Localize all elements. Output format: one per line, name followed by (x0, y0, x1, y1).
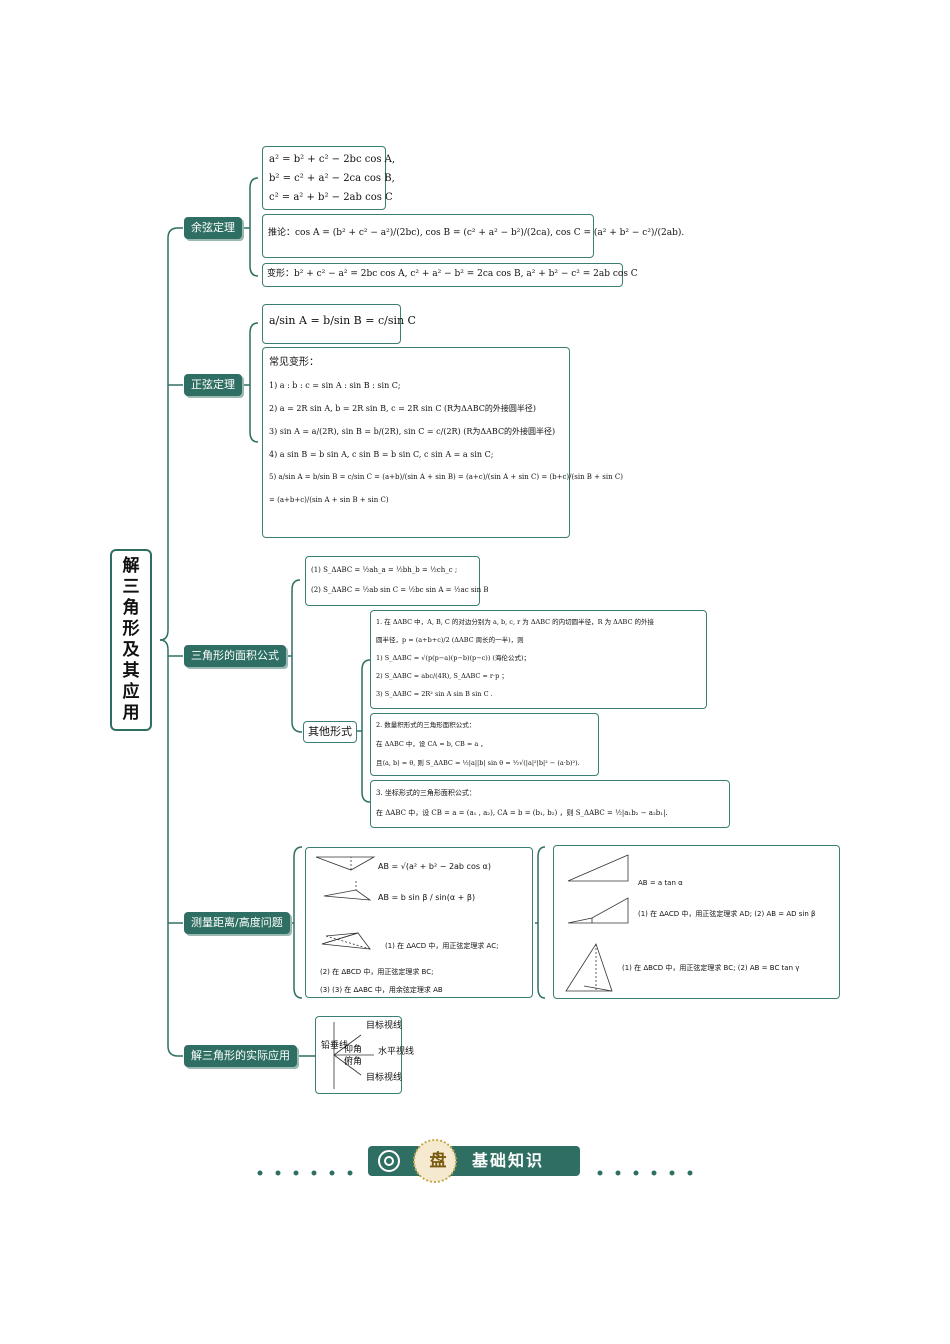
measure-right-1: AB = a tan α (638, 879, 683, 887)
root-char-2: 三 (122, 577, 140, 597)
footer-title: 基础知识 (472, 1151, 545, 1170)
area-basic-1: (1) S_ΔABC = ½ah_a = ½bh_b = ½ch_c ; (311, 566, 458, 574)
sight-lines-diagram (333, 1022, 374, 1089)
area-other3-line1: 3. 坐标形式的三角形面积公式： (376, 789, 476, 797)
branch-measure-label[interactable]: 测量距离/高度问题 (184, 912, 290, 934)
area-other1-line5: 3) S_ΔABC = 2R² sin A sin B sin C . (376, 690, 493, 698)
branch-sine-label[interactable]: 正弦定理 (184, 374, 242, 396)
area-other2-line3: 且⟨a, b⟩ = θ, 则 S_ΔABC = ½|a||b| sin θ = … (376, 759, 580, 767)
root-char-3: 角 (122, 598, 140, 618)
sine-item-4: 4) a sin B = b sin A, c sin B = b sin C,… (269, 450, 494, 459)
target-sight-top: 目标视线 (366, 1021, 403, 1031)
measure-left-2: AB = b sin β / sin(α + β) (378, 893, 476, 902)
sine-common-title: 常见变形： (269, 357, 319, 368)
branch-cosine-label[interactable]: 余弦定理 (184, 217, 242, 239)
area-basic-box: (1) S_ΔABC = ½ah_a = ½bh_b = ½ch_c ; (2)… (305, 556, 489, 606)
root-char-4: 形 (122, 619, 140, 639)
area-other2-box: 2. 数量积形式的三角形面积公式： 在 ΔABC 中，设 CA = b, CB … (370, 713, 599, 776)
area-other1-line4: 2) S_ΔABC = abc/(4R), S_ΔABC = r·p ； (376, 672, 508, 680)
measure-right-3: (1) 在 ΔBCD 中，用正弦定理求 BC; (2) AB = BC tan … (622, 964, 800, 972)
sine-main-formula: a/sin A = b/sin B = c/sin C (269, 314, 416, 327)
area-other2-line2: 在 ΔABC 中，设 CA = b, CB = a ， (376, 740, 487, 748)
measure-left-1: AB = √(a² + b² − 2ab cos α) (378, 862, 491, 871)
cosine-variant: 变形：b² + c² − a² = 2bc cos A, c² + a² − b… (267, 269, 638, 279)
root-char-6: 其 (122, 661, 140, 681)
sine-item-3: 3) sin A = a/(2R), sin B = b/(2R), sin C… (269, 427, 556, 436)
cosine-corollary-box: 推论：cos A = (b² + c² − a²)/(2bc), cos B =… (262, 214, 685, 258)
area-other1-line1: 1. 在 ΔABC 中，A, B, C 的对边分别为 a, b, c, r 为 … (376, 618, 654, 626)
measure-left-figures (315, 856, 376, 950)
sine-item-2: 2) a = 2R sin A, b = 2R sin B, c = 2R si… (269, 404, 536, 413)
area-other1-line3: 1) S_ΔABC = √(p(p−a)(p−b)(p−c)) (海伦公式)； (376, 654, 531, 662)
measure-left-4: (2) 在 ΔBCD 中，用正弦定理求 BC; (320, 968, 434, 976)
area-other1-box: 1. 在 ΔABC 中，A, B, C 的对边分别为 a, b, c, r 为 … (370, 610, 707, 709)
cosine-formula-b: b² = c² + a² − 2ca cos B, (269, 173, 395, 184)
application-diagram-box: 铅垂线 目标视线 仰角 俯角 水平视线 目标视线 (315, 1016, 415, 1094)
sine-item-6: = (a+b+c)/(sin A + sin B + sin C) (269, 496, 389, 504)
root-char-5: 及 (122, 640, 140, 660)
measure-left-box: AB = √(a² + b² − 2ab cos α) AB = b sin β… (305, 847, 533, 998)
cosine-formula-c: c² = a² + b² − 2ab cos C (269, 192, 393, 203)
sine-item-1: 1) a : b : c = sin A : sin B : sin C; (269, 381, 401, 390)
area-other3-line2: 在 ΔABC 中，设 CB = a = (a₁ , a₂), CA = b = … (376, 809, 668, 817)
area-basic-2: (2) S_ΔABC = ½ab sin C = ½bc sin A = ½ac… (311, 586, 489, 594)
sine-item-5: 5) a/sin A = b/sin B = c/sin C = (a+b)/(… (269, 473, 623, 481)
cosine-formulas-box: a² = b² + c² − 2bc cos A, b² = c² + a² −… (262, 146, 396, 210)
measure-left-3: (1) 在 ΔACD 中，用正弦定理求 AC; (385, 942, 499, 950)
measure-right-box: AB = a tan α (1) 在 ΔACD 中，用正弦定理求 AD; (2)… (553, 845, 840, 999)
measure-left-5: (3) (3) 在 ΔABC 中，用余弦定理求 AB (320, 986, 443, 994)
measure-right-figures (565, 854, 629, 992)
depression-angle-label: 俯角 (344, 1057, 363, 1067)
sine-variants-box: 常见变形： 1) a : b : c = sin A : sin B : sin… (262, 347, 623, 538)
cosine-variant-box: 变形：b² + c² − a² = 2bc cos A, c² + a² − b… (262, 263, 638, 287)
root-char-1: 解 (122, 556, 140, 576)
horizontal-sight-label: 水平视线 (378, 1047, 415, 1057)
footer-pan-char: 盘 (429, 1151, 447, 1171)
footer-banner (257, 1139, 693, 1183)
cosine-formula-a: a² = b² + c² − 2bc cos A, (269, 154, 396, 165)
root-title: 解 三 角 形 及 其 应 用 (110, 549, 152, 731)
measure-right-2: (1) 在 ΔACD 中，用正弦定理求 AD; (2) AB = AD sin … (638, 910, 816, 918)
root-char-7: 应 (122, 682, 140, 702)
branch-application-label[interactable]: 解三角形的实际应用 (184, 1045, 297, 1067)
area-other3-box: 3. 坐标形式的三角形面积公式： 在 ΔABC 中，设 CB = a = (a₁… (370, 780, 730, 828)
plumb-line-label: 铅垂线 (321, 1041, 349, 1051)
target-sight-bottom: 目标视线 (366, 1073, 403, 1083)
area-other1-line2: 圆半径，p = (a+b+c)/2 (ΔABC 周长的一半)，则 (376, 636, 524, 644)
area-other-label[interactable]: 其他形式 (303, 721, 357, 743)
cosine-corollary: 推论：cos A = (b² + c² − a²)/(2bc), cos B =… (268, 228, 685, 238)
sine-main-box: a/sin A = b/sin B = c/sin C (262, 304, 416, 344)
root-char-8: 用 (122, 703, 140, 723)
branch-area-label[interactable]: 三角形的面积公式 (184, 645, 286, 667)
area-other2-line1: 2. 数量积形式的三角形面积公式： (376, 721, 476, 729)
elevation-angle-label: 仰角 (344, 1045, 363, 1055)
